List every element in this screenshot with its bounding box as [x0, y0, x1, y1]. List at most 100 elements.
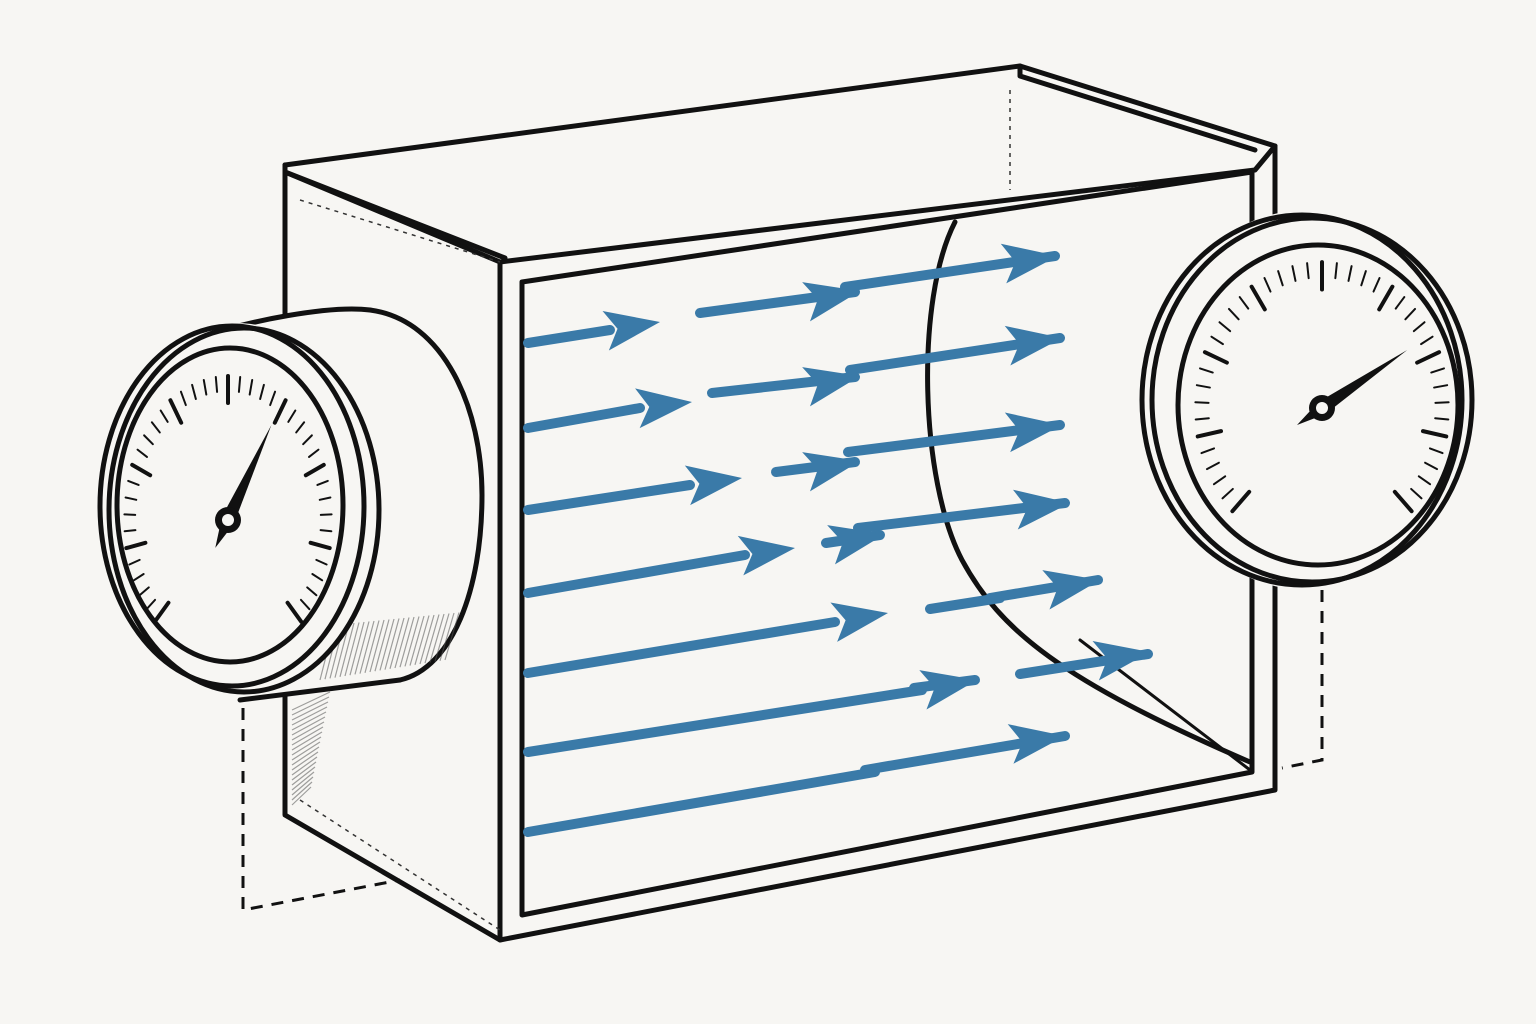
gauge-minor-tick: [248, 378, 254, 396]
hatch-stroke: [291, 701, 329, 721]
gauge-minor-tick: [123, 513, 137, 516]
gauge-minor-tick: [299, 598, 311, 611]
hatch-stroke: [291, 721, 325, 741]
gauge-major-tick: [272, 398, 288, 425]
channel-top-inner-edge: [282, 169, 508, 261]
hatch-stroke: [291, 716, 326, 736]
inlet-gauge-dial-face: [114, 345, 346, 665]
gauge-major-tick: [285, 600, 304, 624]
gauge-minor-tick: [132, 573, 145, 582]
channel-back-left-edge: [299, 199, 501, 263]
gauge-minor-tick: [1205, 461, 1220, 471]
channel-front-face-inner: [519, 169, 1255, 918]
outlet-gauge-ticks: [1194, 260, 1450, 514]
hatch-stroke: [349, 621, 365, 676]
flow-arrow-head: [1004, 325, 1062, 366]
flow-arrows: [523, 243, 1153, 837]
gauge-minor-tick: [1410, 487, 1423, 500]
gauge-minor-tick: [1306, 262, 1310, 280]
outlet-gauge-outer-rim: [1149, 215, 1475, 585]
gauge-minor-tick: [1417, 475, 1432, 486]
hatch-stroke: [291, 756, 318, 776]
inlet-gauge-outer-rim: [97, 323, 367, 689]
flow-arrow-shaft: [523, 480, 695, 515]
gauge-minor-tick: [1194, 417, 1210, 421]
inlet-connector-bottom-edge: [237, 677, 403, 703]
hatch-stroke: [291, 786, 312, 806]
gauge-minor-tick: [1360, 270, 1367, 287]
flow-arrow-shaft: [523, 403, 645, 433]
gauge-major-tick: [1392, 489, 1414, 514]
flow-arrow-head: [827, 525, 885, 565]
gauge-minor-tick: [1210, 335, 1224, 346]
gauge-minor-tick: [127, 479, 140, 486]
hatch-stroke: [291, 706, 328, 726]
gauge-major-tick: [1195, 429, 1224, 439]
flow-arrow-head: [1012, 489, 1070, 530]
flow-arrow-head: [737, 535, 795, 576]
gauge-minor-tick: [1199, 367, 1214, 374]
hatch-stroke: [384, 618, 400, 670]
gauge-major-tick: [303, 462, 326, 478]
side-shading: [291, 691, 331, 806]
flow-arrow-head: [1042, 570, 1100, 610]
hatch-stroke: [414, 615, 430, 665]
hatch-stroke: [291, 761, 317, 781]
flow-arrow-head: [919, 670, 977, 710]
hatch-stroke: [291, 736, 322, 756]
gauge-minor-tick: [136, 448, 148, 458]
gauge-minor-tick: [143, 434, 154, 446]
gauge-minor-tick: [1412, 321, 1426, 333]
flow-arrow-head: [1007, 724, 1065, 764]
inlet-gauge-needle: [215, 425, 272, 548]
flow-arrow-head: [1004, 412, 1062, 453]
gauge-minor-tick: [202, 378, 208, 396]
gauge-minor-tick: [145, 598, 157, 611]
gauge-minor-tick: [287, 409, 297, 423]
hatch-stroke: [364, 620, 380, 673]
gauge-minor-tick: [308, 448, 320, 458]
hatch-stroke: [369, 619, 385, 673]
flow-arrow-shaft: [523, 685, 927, 757]
gauge-minor-tick: [1218, 321, 1232, 333]
channel-back-top-edge: [282, 63, 1278, 168]
hatch-stroke: [409, 615, 425, 666]
left-support-dashed: [241, 708, 401, 912]
channel-top-back-inner-edge: [1017, 63, 1258, 153]
gauge-minor-tick: [1195, 384, 1211, 389]
gauge-minor-tick: [318, 496, 332, 501]
gauge-minor-tick: [214, 375, 219, 393]
outlet-gauge-dial-face: [1175, 242, 1461, 568]
flow-arrow-shaft: [523, 617, 840, 678]
gauge-minor-tick: [128, 558, 141, 566]
hatch-stroke: [291, 696, 330, 716]
gauge-major-tick: [1249, 284, 1267, 312]
flow-arrow-head: [802, 452, 860, 492]
hatch-stroke: [444, 612, 460, 661]
hatch-stroke: [344, 622, 360, 677]
hatch-stroke: [291, 711, 327, 731]
flow-arrow-head: [684, 465, 742, 506]
hatch-stroke: [429, 613, 445, 663]
hatch-stroke: [404, 616, 420, 667]
gauge-minor-tick: [1424, 461, 1439, 471]
gauge-major-tick: [308, 540, 332, 551]
gauge-minor-tick: [315, 558, 328, 566]
hatch-stroke: [291, 731, 323, 751]
inlet-gauge-ticks: [123, 374, 333, 624]
gauge-minor-tick: [319, 529, 333, 533]
hatch-stroke: [439, 612, 455, 661]
gauge-minor-tick: [1277, 270, 1284, 287]
gauge-major-tick: [1377, 284, 1395, 312]
gauge-minor-tick: [1420, 335, 1434, 346]
gauge-major-tick: [1420, 429, 1449, 439]
gauge-minor-tick: [259, 383, 265, 400]
gauge-minor-tick: [1428, 447, 1444, 455]
hatch-stroke: [291, 746, 320, 766]
gauge-needle-hub-center: [1316, 402, 1328, 414]
flow-arrow-head: [802, 367, 860, 407]
gauge-minor-tick: [1334, 262, 1338, 280]
gauge-minor-tick: [123, 529, 137, 533]
flow-arrow-head: [830, 602, 888, 642]
